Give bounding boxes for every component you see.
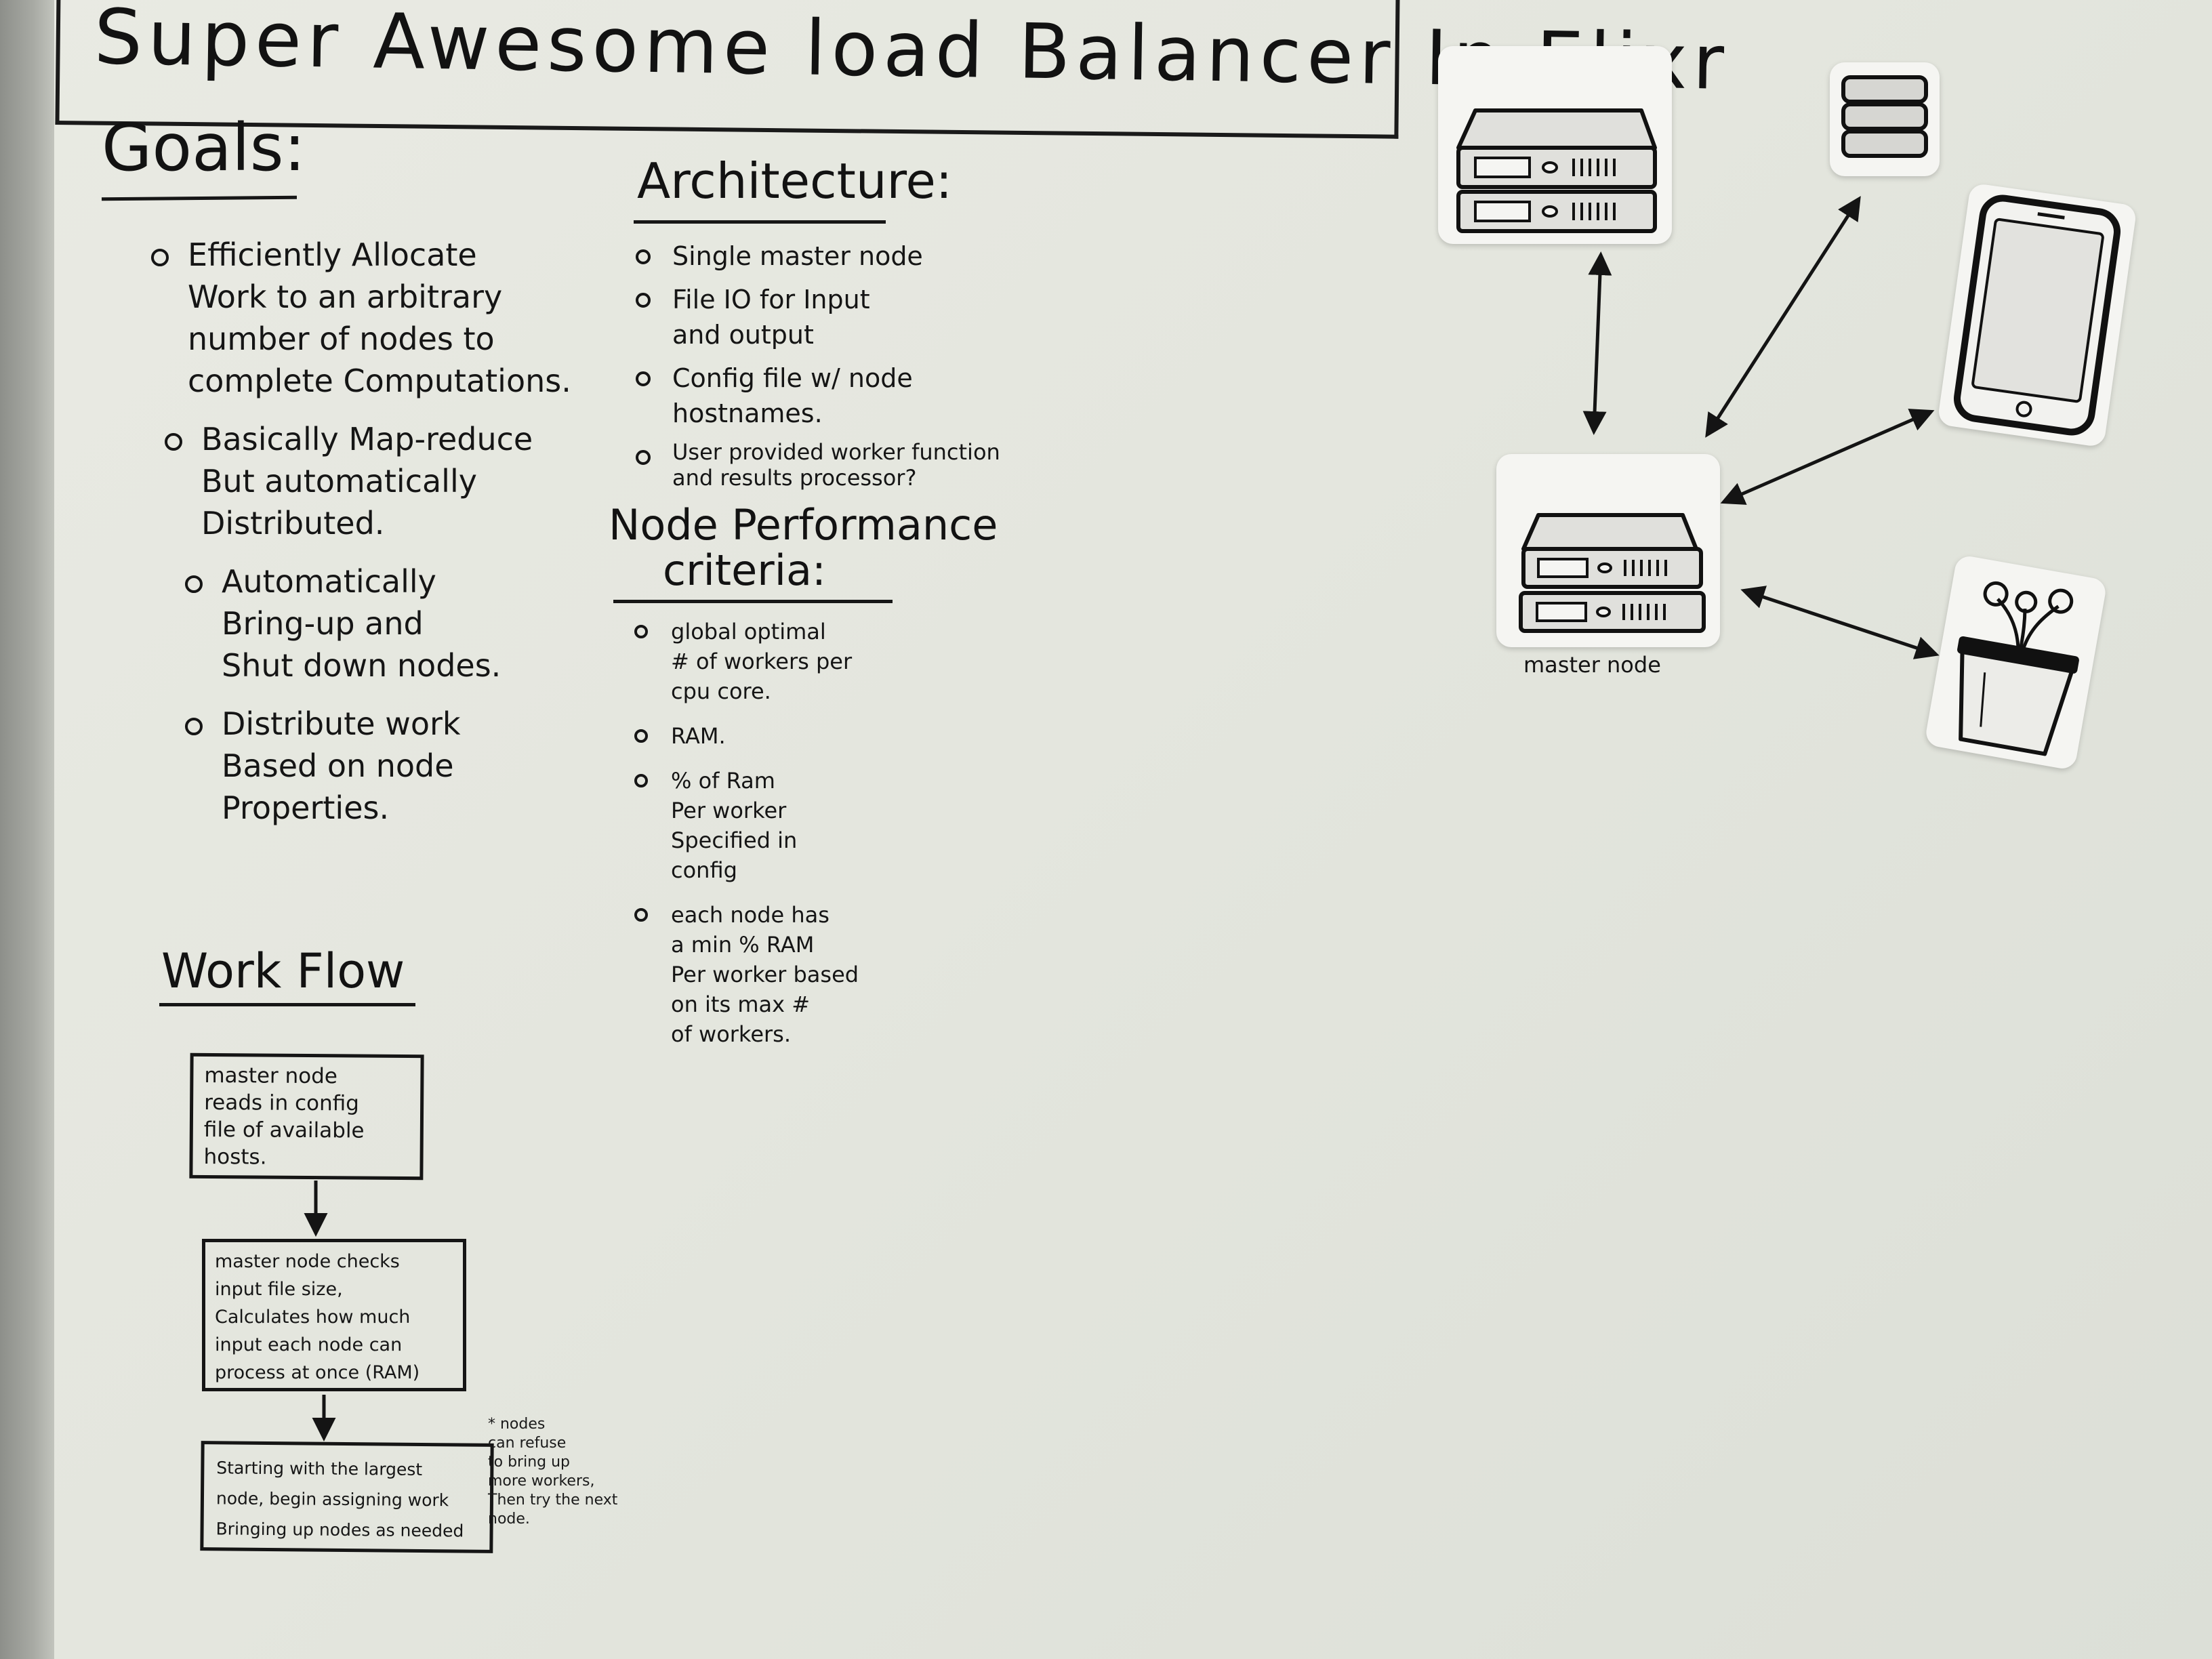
- smartphone-icon: [1954, 194, 2121, 436]
- workflow-step-2: master node checks input file size, Calc…: [202, 1239, 466, 1391]
- flower-pot-card: [1923, 554, 2108, 771]
- whiteboard-frame: [0, 0, 54, 1659]
- workflow-step-3: Starting with the largest node, begin as…: [200, 1441, 494, 1553]
- goals-heading: Goals:: [102, 110, 306, 186]
- architecture-list: Single master node File IO for Input and…: [630, 239, 1050, 499]
- architecture-heading: Architecture:: [637, 152, 953, 209]
- architecture-item: Single master node: [630, 239, 1050, 274]
- architecture-item: File IO for Input and output: [630, 282, 1050, 352]
- server-stack-icon: [1456, 108, 1657, 233]
- goals-item: Efficiently Allocate Work to an arbitrar…: [146, 234, 579, 402]
- node-performance-list: global optimal # of workers per cpu core…: [629, 617, 927, 1064]
- goals-list: Efficiently Allocate Work to an arbitrar…: [146, 234, 579, 845]
- workflow-note: * nodes can refuse to bring up more work…: [488, 1416, 618, 1528]
- master-to-database-arrow: [1705, 196, 1861, 438]
- flower-pot-icon: [1957, 581, 2079, 756]
- node-performance-heading: Node Performance: [609, 500, 998, 550]
- node-performance-item: each node has a min % RAM Per worker bas…: [629, 900, 927, 1049]
- master-node-card: [1496, 454, 1720, 647]
- goals-item: Automatically Bring-up and Shut down nod…: [180, 560, 579, 687]
- workflow-step-1: master node reads in config file of avai…: [189, 1052, 424, 1181]
- master-to-phone-arrow: [1720, 409, 1935, 505]
- goals-item: Basically Map-reduce But automatically D…: [159, 418, 579, 544]
- node-performance-item: RAM.: [629, 721, 927, 751]
- goals-item: Distribute work Based on node Properties…: [180, 703, 579, 829]
- database-icon: [1841, 75, 1928, 158]
- architecture-item: Config file w/ node hostnames.: [630, 361, 1050, 431]
- master-node-icon: [1519, 513, 1706, 633]
- smartphone-card: [1937, 182, 2137, 448]
- goals-underline: [101, 195, 298, 201]
- master-node-label: master node: [1523, 652, 1661, 678]
- database-card: [1830, 62, 1940, 176]
- workflow-underline: [159, 1003, 415, 1006]
- architecture-item: User provided worker function and result…: [630, 439, 1050, 491]
- node-performance-underline: [613, 600, 893, 603]
- node-performance-heading-criteria: criteria:: [663, 546, 826, 595]
- workflow-heading: Work Flow: [161, 943, 405, 999]
- master-to-server-arrow: [1582, 251, 1612, 435]
- node-performance-item: % of Ram Per worker Specified in config: [629, 766, 927, 885]
- master-to-plant-arrow: [1740, 586, 1940, 659]
- node-performance-item: global optimal # of workers per cpu core…: [629, 617, 927, 706]
- architecture-underline: [634, 220, 886, 224]
- server-stack-card: [1438, 46, 1672, 244]
